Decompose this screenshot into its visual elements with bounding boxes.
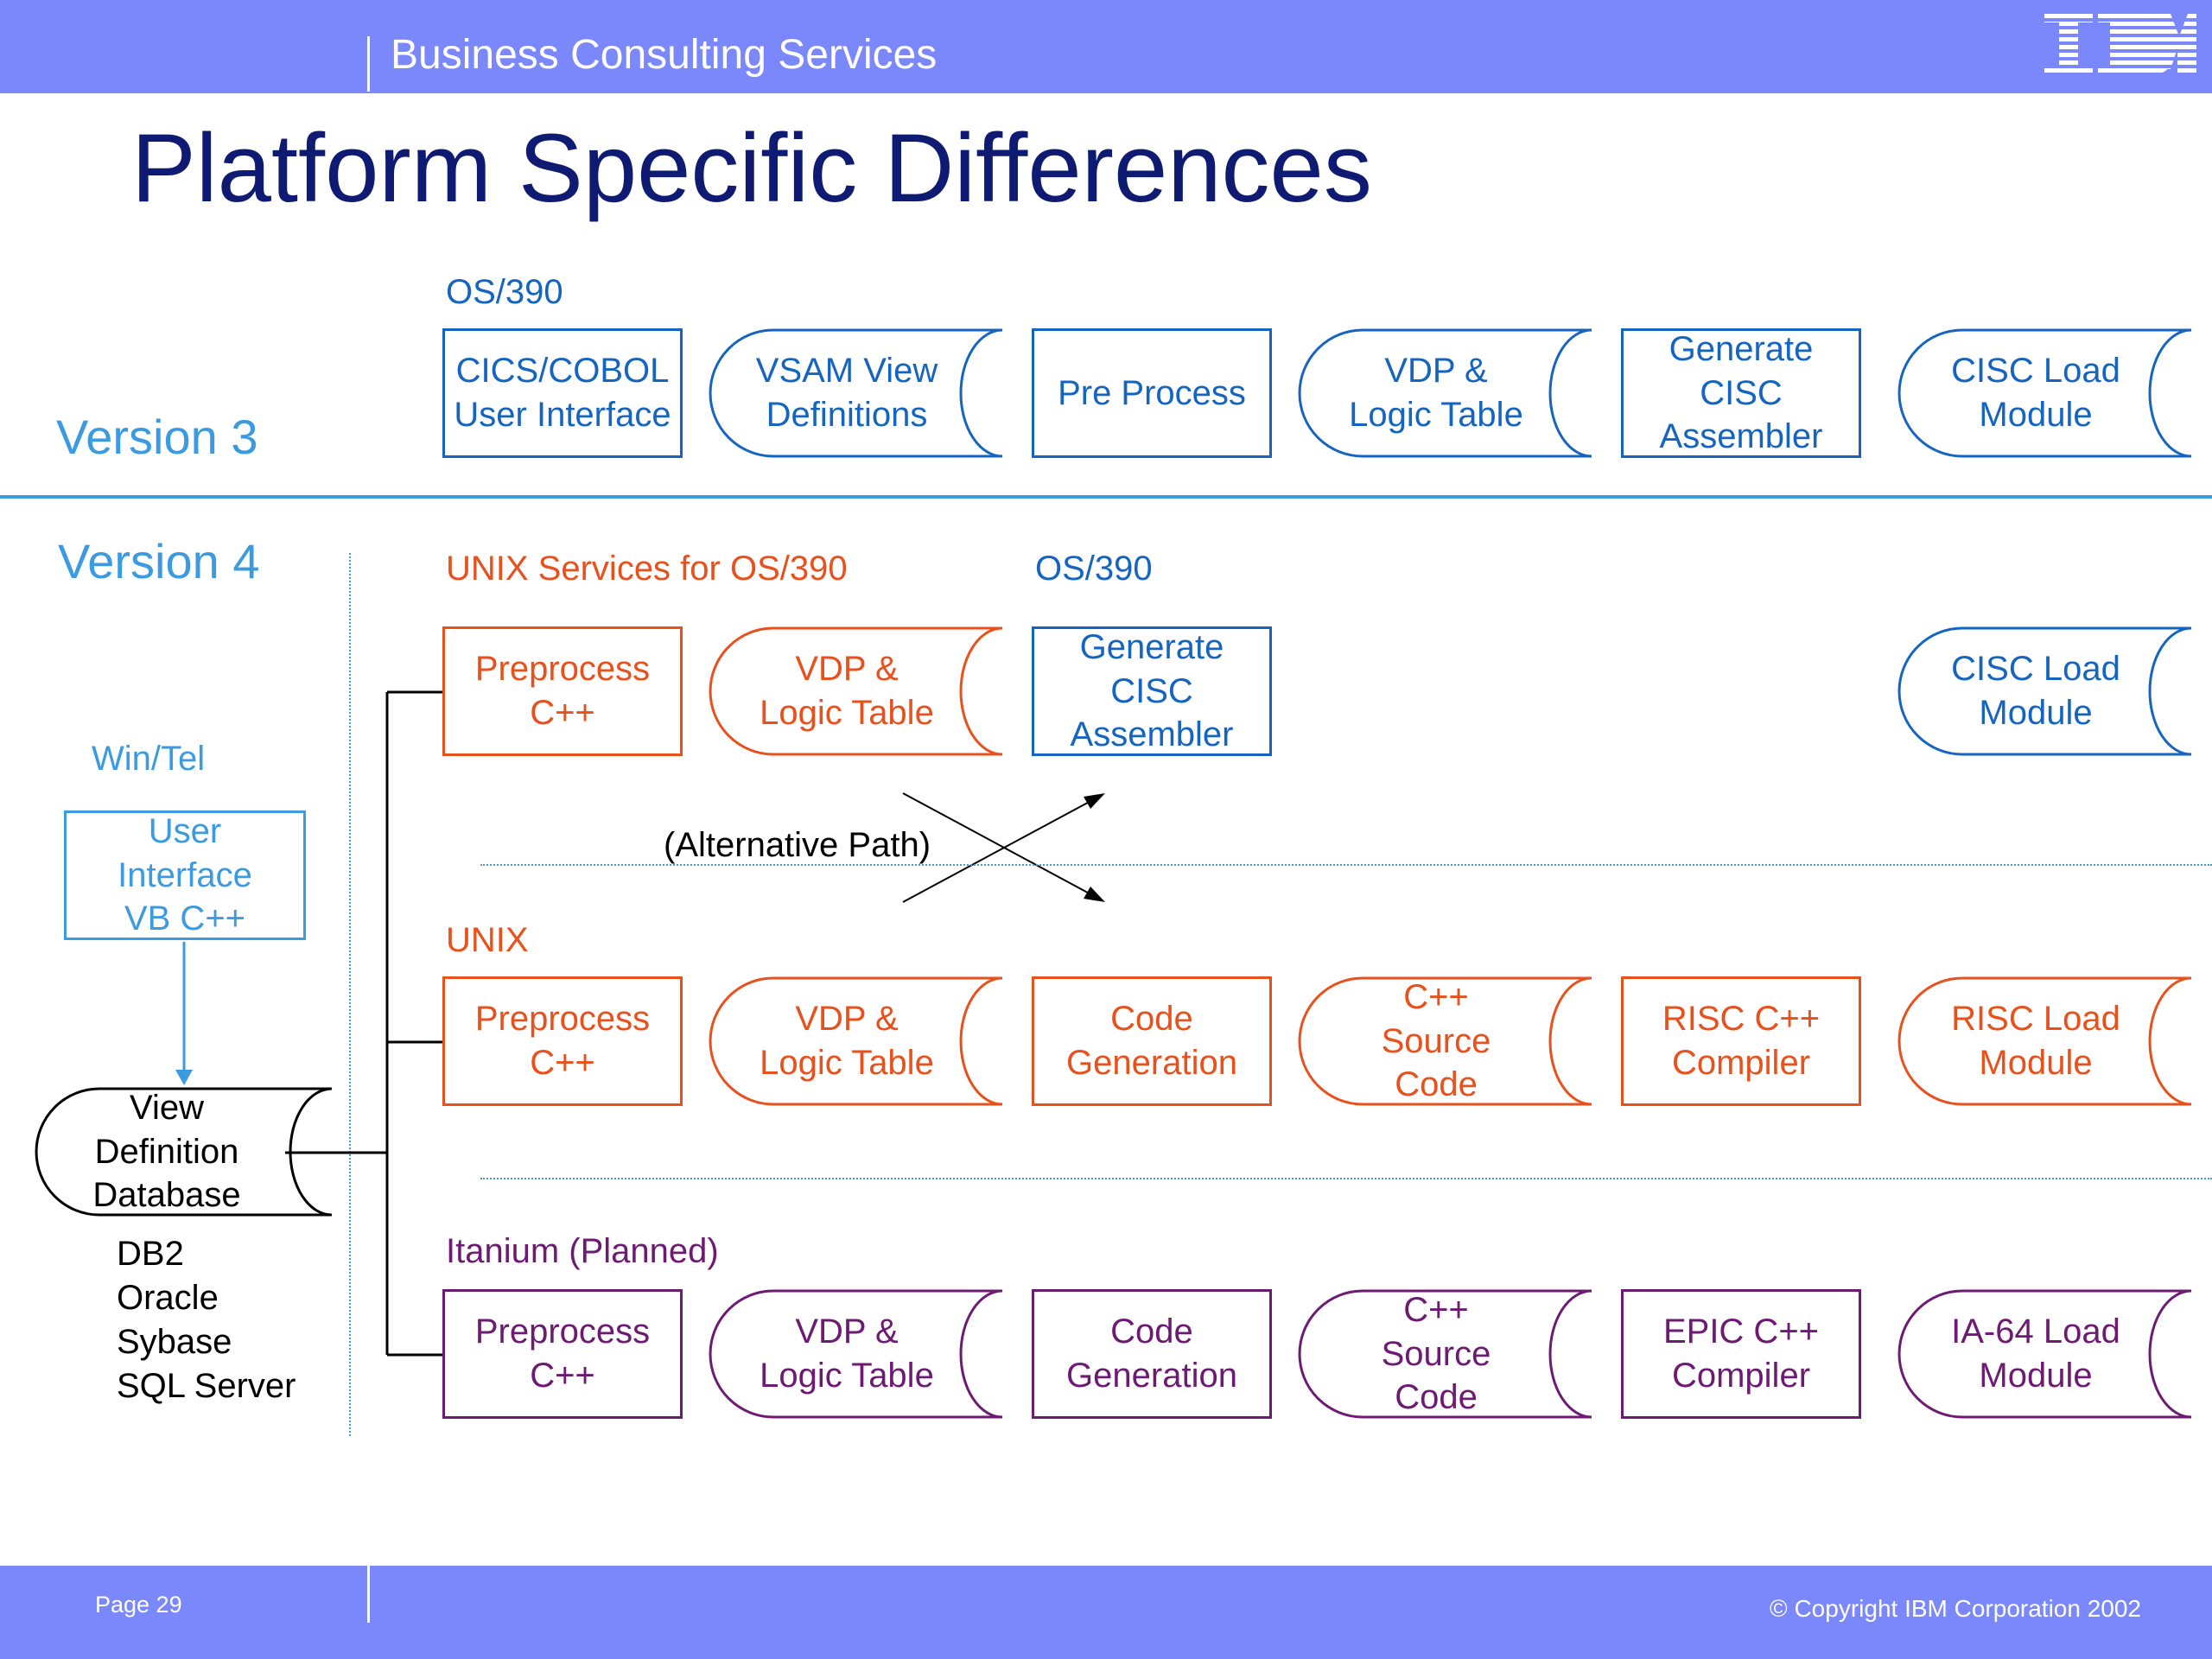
v3-step-preprocess: Pre Process	[1032, 328, 1272, 458]
wintel-label: Win/Tel	[92, 740, 206, 778]
header-divider	[367, 36, 370, 92]
version3-label: Version 3	[56, 410, 258, 464]
unix-step-vdp-logic-table: VDP &Logic Table	[709, 976, 1004, 1106]
ibm-logo	[2044, 14, 2196, 73]
itanium-step-compiler: EPIC C++Compiler	[1621, 1289, 1861, 1419]
version3-platform-label: OS/390	[446, 273, 563, 311]
version4-divider	[349, 553, 351, 1436]
v3-step-vdp-label: VDP &Logic Table	[1349, 352, 1523, 434]
unix-step-compiler: RISC C++Compiler	[1621, 976, 1861, 1106]
page-number: Page 29	[95, 1592, 182, 1618]
v3-step-vdp-logic-table: VDP &Logic Table	[1298, 328, 1593, 458]
uss-step-vdp-label: VDP &Logic Table	[760, 650, 934, 732]
page-title: Platform Specific Differences	[131, 114, 1372, 222]
unix-label: UNIX	[446, 921, 529, 959]
row-divider	[480, 1178, 2212, 1179]
itanium-step-vdp-logic-table: VDP &Logic Table	[709, 1289, 1004, 1419]
database-products: DB2 Oracle Sybase SQL Server	[117, 1232, 296, 1408]
version4-label: Version 4	[58, 534, 260, 588]
os390-label: OS/390	[1035, 550, 1153, 588]
database-product: Sybase	[117, 1323, 232, 1361]
row-divider	[480, 864, 2212, 866]
unix-step-vdp-label: VDP &Logic Table	[760, 1000, 934, 1082]
database-product: DB2	[117, 1235, 184, 1273]
copyright: © Copyright IBM Corporation 2002	[1770, 1595, 2141, 1622]
uss-step-vdp-logic-table: VDP &Logic Table	[709, 626, 1004, 756]
alternative-path-label-overlay: (Alternative Path)	[664, 826, 931, 864]
version-separator	[0, 495, 2212, 499]
database-product: SQL Server	[117, 1367, 296, 1405]
database-product: Oracle	[117, 1279, 219, 1317]
itanium-label: Itanium (Planned)	[446, 1232, 719, 1270]
unix-services-label: UNIX Services for OS/390	[446, 550, 848, 588]
footer-divider	[367, 1566, 370, 1623]
header-title: Business Consulting Services	[391, 32, 938, 78]
itanium-step-vdp-label: VDP &Logic Table	[760, 1313, 934, 1395]
